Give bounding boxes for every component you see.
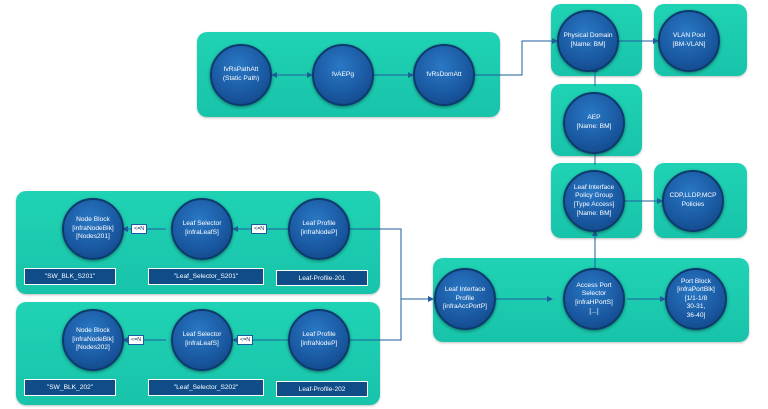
leaf-selector-201-name: "Leaf_Selector_S201" [148, 268, 264, 285]
node-line: [infraNodeP] [300, 340, 338, 347]
node-line: Physical Domain [563, 32, 613, 40]
node-line: 30-31, [686, 303, 706, 311]
node-line: Port Block [680, 277, 712, 285]
fvaepg-node[interactable]: fvAEPg [312, 44, 374, 106]
node-line: Policy Group [575, 192, 613, 200]
physical-domain-node[interactable]: Physical Domain [Name: BM] [557, 10, 619, 72]
node-line: VLAN Pool [672, 32, 706, 40]
fvrsdomatt-node[interactable]: fvRsDomAtt [413, 44, 475, 106]
node-line: [1/1-1/8 [684, 294, 708, 302]
node-line: 36-40] [686, 311, 706, 319]
access-port-selector-node[interactable]: Access Port Selector [infraHPortS] [...] [563, 268, 625, 330]
node-line: Leaf Profile [302, 331, 336, 339]
node-line: Profile [455, 294, 475, 302]
cardinality-tag: <=N [237, 335, 254, 345]
leaf-profile-202-name: Leaf-Profile-202 [276, 381, 368, 397]
node-line: Leaf Interface [444, 286, 486, 294]
node-line: Policies [681, 201, 705, 208]
leaf-profile-201-node[interactable]: Leaf Profile [infraNodeP] [288, 198, 350, 260]
node-line: Node Block [76, 327, 110, 335]
node-line: [infraPortBlk] [677, 286, 715, 294]
node-line: [infraNodeP] [300, 229, 338, 236]
leaf-profile-201-name: Leaf-Profile-201 [276, 270, 368, 286]
node-block-202-node[interactable]: Node Block [infraNodeBlk] [Nodes202] [62, 309, 124, 371]
leaf-selector-202-node[interactable]: Leaf Selector [infraLeafS] [171, 309, 233, 371]
node-line: fvAEPg [332, 70, 354, 78]
node-block-201-name: "SW_BLK_S201" [24, 268, 116, 285]
node-line: [infraLeafS] [185, 229, 219, 236]
node-line: [Type Access] [573, 201, 615, 208]
node-line: [Name: BM] [576, 209, 612, 217]
leaf-profile-202-node[interactable]: Leaf Profile [infraNodeP] [288, 309, 350, 371]
node-line: Leaf Selector [182, 220, 222, 228]
node-line: [infraLeafS] [185, 340, 219, 347]
node-line: [Nodes201] [76, 233, 110, 241]
leaf-selector-201-node[interactable]: Leaf Selector [infraLeafS] [171, 198, 233, 260]
cardinality-tag: <=N [128, 335, 145, 345]
node-line: AEP [587, 114, 601, 122]
node-line: [Nodes202] [76, 344, 110, 352]
vlan-pool-node[interactable]: VLAN Pool [BM-VLAN] [658, 10, 720, 72]
node-line: Leaf Interface [573, 183, 615, 191]
cardinality-tag: <=N [251, 224, 268, 234]
node-line: CDP,LLDP,MCP [669, 192, 717, 200]
node-line: [infraHPortS] [575, 299, 613, 306]
node-line: Node Block [76, 216, 110, 224]
node-line: Leaf Profile [302, 220, 336, 228]
fvrspathatt-node[interactable]: fvRsPathAtt (Static Path) [210, 44, 272, 106]
node-line: Leaf Selector [182, 331, 222, 339]
node-line: [...] [589, 307, 599, 315]
node-line: [BM-VLAN] [672, 41, 706, 48]
node-line: Access Port [576, 281, 612, 289]
node-line: [infraAccPortP] [443, 303, 487, 311]
policies-node[interactable]: CDP,LLDP,MCP Policies [662, 170, 724, 232]
policy-group-node[interactable]: Leaf Interface Policy Group [Type Access… [563, 170, 625, 232]
node-line: fvRsDomAtt [426, 70, 462, 78]
cardinality-tag: <=N [131, 224, 148, 234]
node-block-201-node[interactable]: Node Block [infraNodeBlk] [Nodes201] [62, 198, 124, 260]
leaf-selector-202-name: "Leaf_Selector_S202" [148, 379, 264, 396]
node-block-202-name: "SW_BLK_202" [24, 379, 116, 396]
node-line: [infraNodeBlk] [72, 224, 114, 232]
node-line: [Name: BM] [576, 123, 612, 130]
port-block-node[interactable]: Port Block [infraPortBlk] [1/1-1/8 30-31… [665, 268, 727, 330]
node-line: Selector [581, 290, 607, 298]
node-line: [infraNodeBlk] [72, 335, 114, 343]
node-line: (Static Path) [222, 75, 260, 82]
leaf-interface-profile-node[interactable]: Leaf Interface Profile [infraAccPortP] [434, 268, 496, 330]
node-line: [Name: BM] [570, 41, 606, 48]
node-line: fvRsPathAtt [223, 66, 259, 74]
aep-node[interactable]: AEP [Name: BM] [563, 92, 625, 154]
